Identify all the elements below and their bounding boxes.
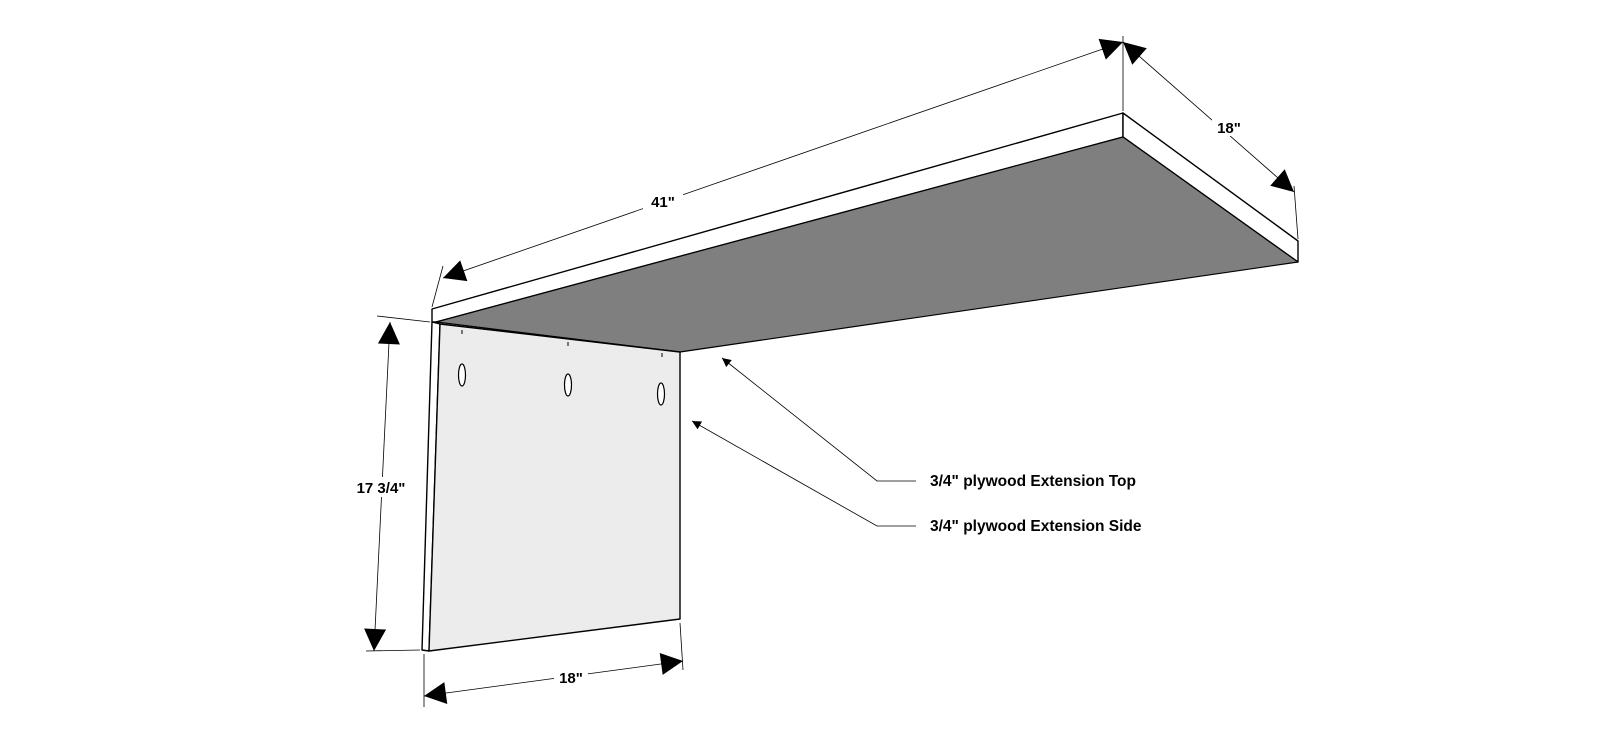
dimension-line: [423, 653, 684, 704]
top-length-label: 41": [651, 194, 675, 211]
dimension-top-depth: 18": [1122, 41, 1299, 240]
extension-side-label: 3/4" plywood Extension Side: [930, 518, 1142, 535]
callout-extension-side: 3/4" plywood Extension Side: [691, 420, 1142, 535]
pocket-hole: [563, 373, 573, 397]
dimension-line: [442, 38, 1124, 282]
extension-side-board: [421, 321, 681, 652]
dimension-side-width: 18": [423, 622, 684, 707]
dimension-line: [1122, 41, 1295, 193]
dimension-side-height: 17 3/4": [346, 315, 431, 652]
top-depth-label: 18": [1217, 120, 1241, 137]
callout-extension-top: 3/4" plywood Extension Top: [721, 357, 1136, 490]
extension-top-board: [431, 112, 1299, 353]
side-height-label: 17 3/4": [357, 480, 406, 497]
extension-top-label: 3/4" plywood Extension Top: [930, 473, 1136, 490]
leader-line: [691, 420, 916, 527]
extension-top-underside: [435, 136, 1299, 353]
side-width-label: 18": [559, 670, 583, 687]
leader-line: [721, 357, 916, 482]
pocket-hole: [457, 363, 467, 387]
extension-side-face: [428, 323, 681, 652]
pocket-hole: [656, 382, 666, 406]
